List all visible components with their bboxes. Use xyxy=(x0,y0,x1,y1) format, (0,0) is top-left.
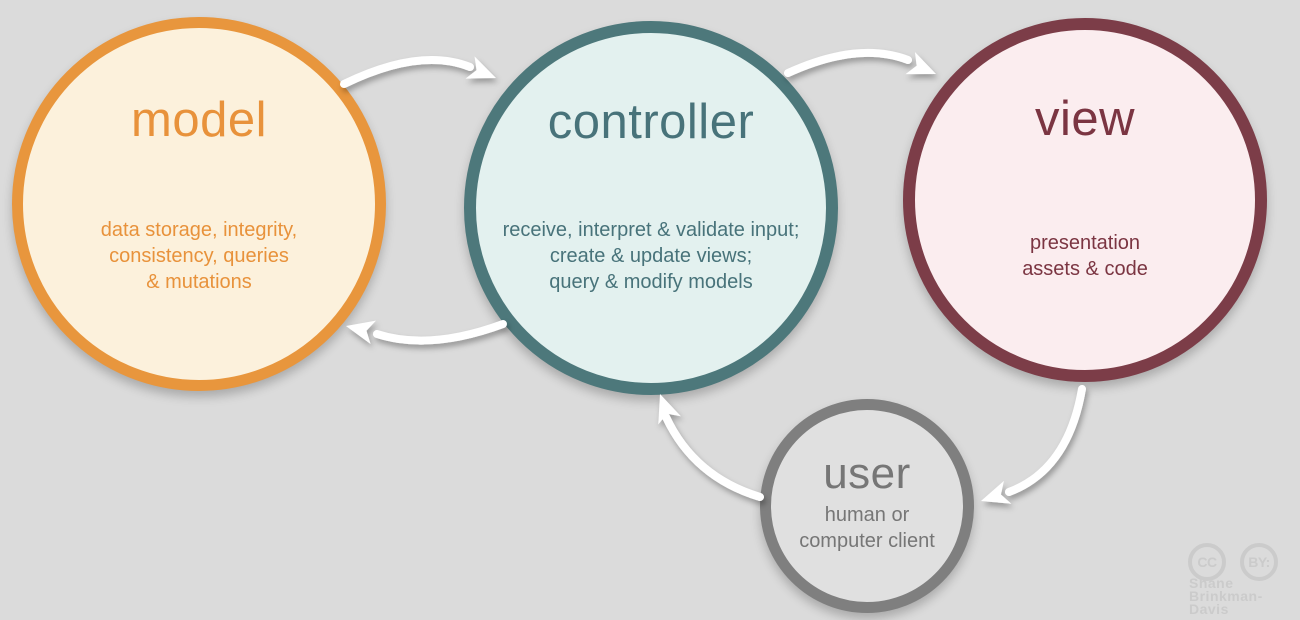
cc-license-icon: CC xyxy=(1188,543,1226,581)
arrow-controller-to-view xyxy=(784,49,936,77)
by-license-icon: BY: xyxy=(1240,543,1278,581)
node-controller-desc-line: query & modify models xyxy=(549,271,753,293)
author-credit: Shane Brinkman-Davis xyxy=(1189,575,1300,617)
arrow-user-to-controller xyxy=(658,394,764,501)
node-model: model data storage, integrity, consisten… xyxy=(12,17,386,391)
arrow-view-to-user xyxy=(981,385,1086,504)
node-controller-description: receive, interpret & validate input; cre… xyxy=(476,217,826,295)
node-model-desc-line: consistency, queries xyxy=(109,245,289,267)
author-credit-line: Brinkman-Davis xyxy=(1189,588,1263,617)
node-view-title: view xyxy=(1034,92,1136,146)
node-user-desc-line: human or xyxy=(824,504,910,526)
node-view-desc-line: presentation xyxy=(1029,232,1141,254)
node-user-description: human or computer client xyxy=(771,502,963,554)
node-user-title: user xyxy=(823,449,911,498)
node-controller-desc-line: create & update views; xyxy=(549,245,753,267)
node-user-desc-line: computer client xyxy=(799,530,935,552)
node-model-desc-line: & mutations xyxy=(146,271,252,293)
node-controller-desc-line: receive, interpret & validate input; xyxy=(502,219,800,241)
node-user: user human or computer client xyxy=(760,399,974,613)
node-view-description: presentation assets & code xyxy=(915,230,1255,282)
node-model-desc-line: data storage, integrity, xyxy=(100,219,298,241)
node-view-desc-line: assets & code xyxy=(1022,258,1148,280)
arrow-model-to-controller xyxy=(340,56,496,88)
arrow-controller-to-model xyxy=(346,320,507,345)
node-view: view presentation assets & code xyxy=(903,18,1267,382)
node-model-description: data storage, integrity, consistency, qu… xyxy=(23,217,375,295)
author-credit-line: Shane xyxy=(1189,575,1234,591)
node-controller: controller receive, interpret & validate… xyxy=(464,21,838,395)
node-model-title: model xyxy=(131,93,267,147)
node-controller-title: controller xyxy=(547,95,755,149)
